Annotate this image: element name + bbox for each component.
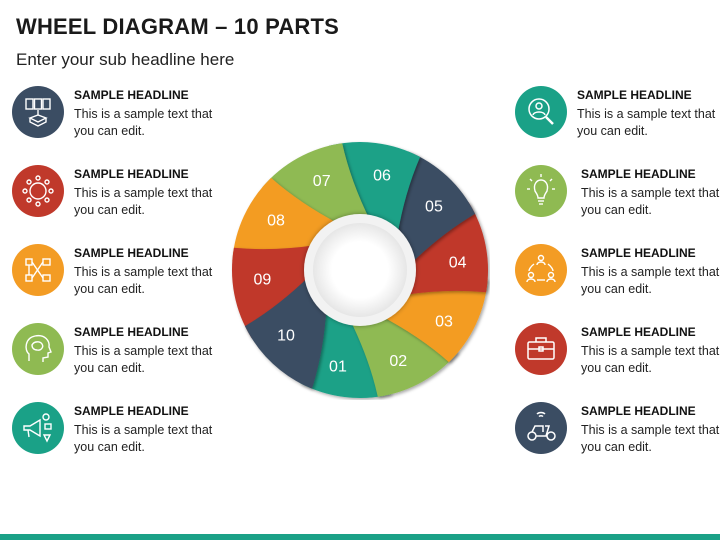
wheel-segment-label-04: 04	[449, 254, 467, 271]
right-item-4: SAMPLE HEADLINE This is a sample text th…	[515, 323, 719, 383]
right-item-1-text: This is a sample text that you can edit.	[577, 107, 716, 138]
right-item-5-circle	[515, 402, 567, 454]
wheel-segment-07	[261, 143, 371, 227]
right-item-4-text: This is a sample text that you can edit.	[581, 344, 720, 375]
left-item-5-text: This is a sample text that you can edit.	[74, 423, 213, 454]
documents-icon	[12, 86, 64, 138]
flowchart-icon	[12, 244, 64, 296]
right-item-5-headline: SAMPLE HEADLINE	[581, 404, 696, 418]
team-cycle-icon	[515, 244, 567, 296]
wheel-segment-label-05: 05	[425, 199, 443, 216]
right-item-1: SAMPLE HEADLINE This is a sample text th…	[515, 86, 715, 146]
page-title: WHEEL DIAGRAM – 10 PARTS	[16, 14, 340, 39]
right-item-2-circle	[515, 165, 567, 217]
left-item-2-text: This is a sample text that you can edit.	[74, 186, 213, 217]
right-item-3-circle	[515, 244, 567, 296]
wheel-segment-label-08: 08	[267, 213, 285, 230]
wheel-segment-06	[329, 141, 421, 237]
briefcase-icon	[515, 323, 567, 375]
lightbulb-icon	[515, 165, 567, 217]
left-item-1-circle	[12, 86, 64, 138]
wheel-segment-10	[244, 275, 327, 389]
right-item-1-circle	[515, 86, 567, 138]
left-item-3-headline: SAMPLE HEADLINE	[74, 246, 189, 260]
wheel-segment-05	[393, 151, 476, 265]
right-item-5-text: This is a sample text that you can edit.	[581, 423, 720, 454]
right-item-1-headline: SAMPLE HEADLINE	[577, 88, 692, 102]
scooter-wifi-icon	[515, 402, 567, 454]
brain-head-icon	[12, 323, 64, 375]
left-item-4-text: This is a sample text that you can edit.	[74, 344, 213, 375]
left-item-2-circle	[12, 165, 64, 217]
bottom-accent-bar	[0, 534, 720, 540]
left-item-3-text: This is a sample text that you can edit.	[74, 265, 213, 296]
right-item-2-text: This is a sample text that you can edit.	[581, 186, 720, 217]
wheel-segment-label-09: 09	[253, 272, 271, 289]
wheel-segment-09	[231, 245, 317, 338]
wheel-segment-label-07: 07	[313, 173, 331, 190]
right-item-4-circle	[515, 323, 567, 375]
page-subtitle: Enter your sub headline here	[16, 50, 235, 69]
right-item-4-headline: SAMPLE HEADLINE	[581, 325, 696, 339]
center-hole	[313, 223, 407, 317]
megaphone-icon	[12, 402, 64, 454]
left-item-4: SAMPLE HEADLINE This is a sample text th…	[12, 323, 212, 383]
left-item-3: SAMPLE HEADLINE This is a sample text th…	[12, 244, 212, 304]
left-item-1-text: This is a sample text that you can edit.	[74, 107, 213, 138]
wheel-labels: 01 02 03 04 05 06 07 08 09 10	[253, 168, 466, 376]
wheel-diagram: 01 02 03 04 05 06 07 08 09 10	[230, 140, 490, 400]
right-item-2: SAMPLE HEADLINE This is a sample text th…	[515, 165, 719, 225]
network-circle-icon	[12, 165, 64, 217]
left-item-5: SAMPLE HEADLINE This is a sample text th…	[12, 402, 212, 462]
wheel-segment-label-10: 10	[277, 327, 295, 344]
left-item-5-headline: SAMPLE HEADLINE	[74, 404, 189, 418]
wheel-segment-label-06: 06	[373, 168, 391, 185]
left-item-2-headline: SAMPLE HEADLINE	[74, 167, 189, 181]
left-item-1: SAMPLE HEADLINE This is a sample text th…	[12, 86, 212, 146]
left-item-4-headline: SAMPLE HEADLINE	[74, 325, 189, 339]
right-item-5: SAMPLE HEADLINE This is a sample text th…	[515, 402, 719, 462]
right-item-3: SAMPLE HEADLINE This is a sample text th…	[515, 244, 719, 304]
left-item-4-circle	[12, 323, 64, 375]
left-item-5-circle	[12, 402, 64, 454]
wheel-segment-04	[403, 202, 489, 295]
right-item-2-headline: SAMPLE HEADLINE	[581, 167, 696, 181]
left-item-3-circle	[12, 244, 64, 296]
search-person-icon	[515, 86, 567, 138]
wheel-segment-label-03: 03	[435, 313, 453, 330]
left-item-1-headline: SAMPLE HEADLINE	[74, 88, 189, 102]
wheel-segment-label-02: 02	[389, 353, 407, 370]
wheel-svg: 01 02 03 04 05 06 07 08 09 10	[231, 141, 489, 399]
wheel-segment-02	[349, 313, 459, 397]
wheel-segment-label-01: 01	[329, 358, 347, 375]
left-item-2: SAMPLE HEADLINE This is a sample text th…	[12, 165, 212, 225]
right-item-3-headline: SAMPLE HEADLINE	[581, 246, 696, 260]
right-item-3-text: This is a sample text that you can edit.	[581, 265, 720, 296]
